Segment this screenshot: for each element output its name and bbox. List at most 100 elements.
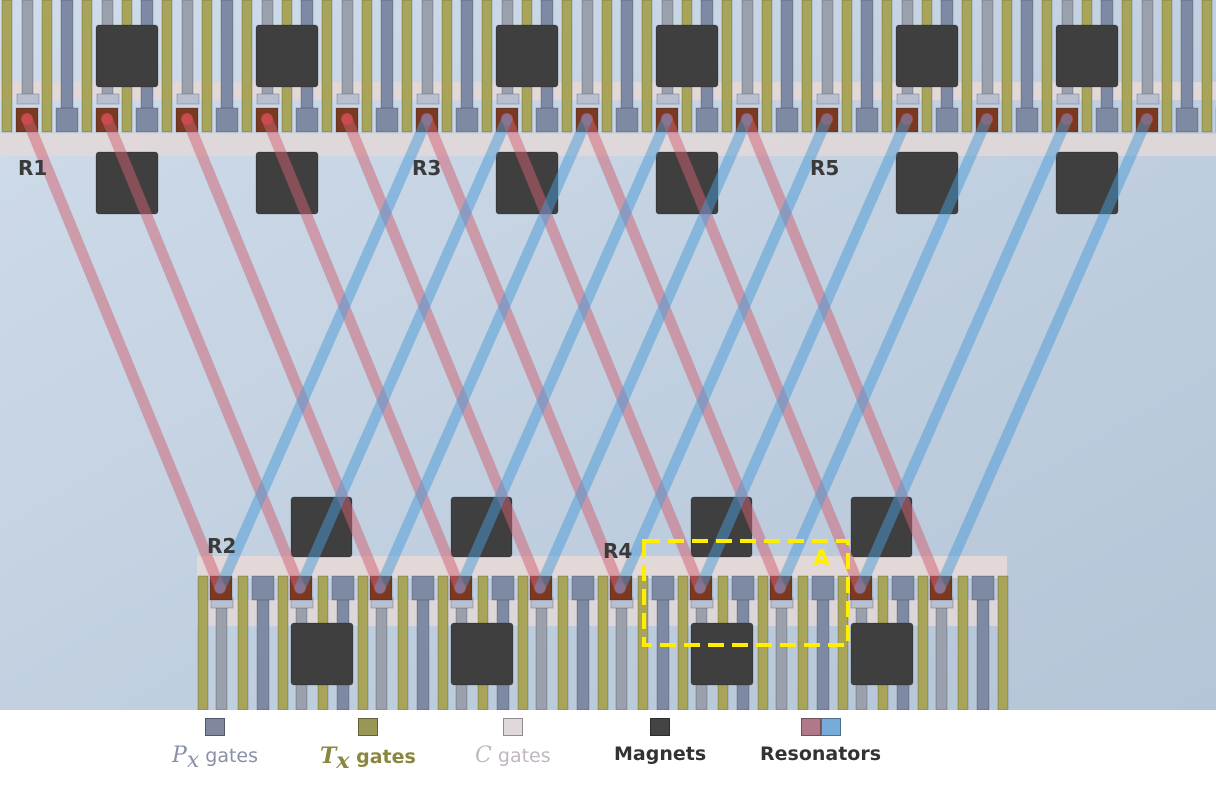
px-gate-pad <box>855 107 879 133</box>
legend-px-gates: Px gates <box>172 718 258 773</box>
c-gate-swatch <box>502 718 523 736</box>
resonator-line-red <box>261 113 466 594</box>
resonator-line-red <box>501 113 706 594</box>
resonator-line-red <box>581 113 786 594</box>
px-gate-tip <box>416 93 440 105</box>
resonator-line-red <box>741 113 946 594</box>
px-gate-tip <box>1136 93 1160 105</box>
magnet <box>1055 24 1119 88</box>
tx-gate <box>321 0 333 133</box>
resonator-red-swatch <box>800 718 821 736</box>
px-label: gates <box>205 745 259 767</box>
legend-tx-gates: Tx gates <box>320 718 416 774</box>
px-gate-pad <box>811 575 835 601</box>
tx-gate <box>1201 0 1213 133</box>
px-gate <box>421 0 434 101</box>
resonator-line-blue <box>454 113 673 594</box>
resonator-line-blue <box>214 113 433 594</box>
px-gate-tip <box>256 93 280 105</box>
tx-gate <box>1161 0 1173 133</box>
px-gate-pad <box>651 575 675 601</box>
tx-gate <box>601 0 613 133</box>
px-gate <box>741 0 754 101</box>
resonator-label-r3: R3 <box>412 156 441 180</box>
magnet <box>95 24 159 88</box>
px-gate-pad <box>891 575 915 601</box>
c-gate-band <box>197 556 1007 578</box>
px-symbol: P <box>172 743 187 768</box>
tx-gate <box>1 0 13 133</box>
px-gate-pad <box>135 107 159 133</box>
tx-gate <box>401 0 413 133</box>
resonator-label-r1: R1 <box>18 156 47 180</box>
tx-gate <box>81 0 93 133</box>
tx-gate <box>197 575 209 710</box>
tx-gate <box>961 0 973 133</box>
legend-resonators: Resonators <box>760 718 881 765</box>
px-gate-pad <box>731 575 755 601</box>
tx-gate <box>561 0 573 133</box>
px-gate-pad <box>455 107 479 133</box>
resonator-line-red <box>101 113 306 594</box>
resonators-label: Resonators <box>760 743 882 765</box>
resonator-line-blue <box>614 113 833 594</box>
px-gate-tip <box>816 93 840 105</box>
tx-gate <box>1001 0 1013 133</box>
px-gate-pad <box>695 107 719 133</box>
magnet <box>895 24 959 88</box>
c-symbol: C <box>475 743 492 768</box>
magnet-swatch <box>650 718 671 736</box>
px-subscript: x <box>186 747 200 773</box>
tx-gate <box>557 575 569 710</box>
magnet <box>690 622 754 686</box>
tx-gate <box>437 575 449 710</box>
px-gate-pad <box>375 107 399 133</box>
px-gate <box>615 599 628 710</box>
px-gate <box>215 599 228 710</box>
resonators <box>21 113 1153 594</box>
tx-gate <box>161 0 173 133</box>
resonator-label-r5: R5 <box>810 156 839 180</box>
px-gate <box>341 0 354 101</box>
tx-gate <box>361 0 373 133</box>
tx-gate <box>597 575 609 710</box>
tx-gate <box>801 0 813 133</box>
px-gate-pad <box>331 575 355 601</box>
tx-gate <box>241 0 253 133</box>
px-gate-pad <box>615 107 639 133</box>
resonator-line-red <box>421 113 626 594</box>
tx-gate <box>761 0 773 133</box>
px-gate-pad <box>1095 107 1119 133</box>
px-gate <box>535 599 548 710</box>
resonator-line-blue <box>694 113 913 594</box>
tx-gate <box>917 575 929 710</box>
px-gate-swatch <box>205 718 226 736</box>
magnet <box>495 24 559 88</box>
legend-magnets: Magnets <box>614 718 706 765</box>
tx-gate <box>237 575 249 710</box>
tx-gate <box>721 0 733 133</box>
px-gate-pad <box>535 107 559 133</box>
resonator-label-r2: R2 <box>207 534 236 558</box>
px-gate-tip <box>736 93 760 105</box>
tx-gate <box>881 0 893 133</box>
c-gate-band <box>0 134 1216 156</box>
px-gate-pad <box>491 575 515 601</box>
px-gate-tip <box>656 93 680 105</box>
resonator-line-blue <box>374 113 593 594</box>
tx-label: gates <box>356 746 416 768</box>
tx-gate <box>517 575 529 710</box>
magnet <box>450 622 514 686</box>
px-gate <box>581 0 594 101</box>
px-gate <box>21 0 34 101</box>
px-gate <box>821 0 834 101</box>
px-gate-pad <box>571 575 595 601</box>
tx-subscript: x <box>336 747 350 774</box>
px-gate-tip <box>496 93 520 105</box>
px-gate-tip <box>336 93 360 105</box>
region-a-box <box>642 539 850 647</box>
tx-gate-swatch <box>357 718 378 736</box>
tx-gate <box>997 575 1009 710</box>
px-gate <box>775 599 788 710</box>
